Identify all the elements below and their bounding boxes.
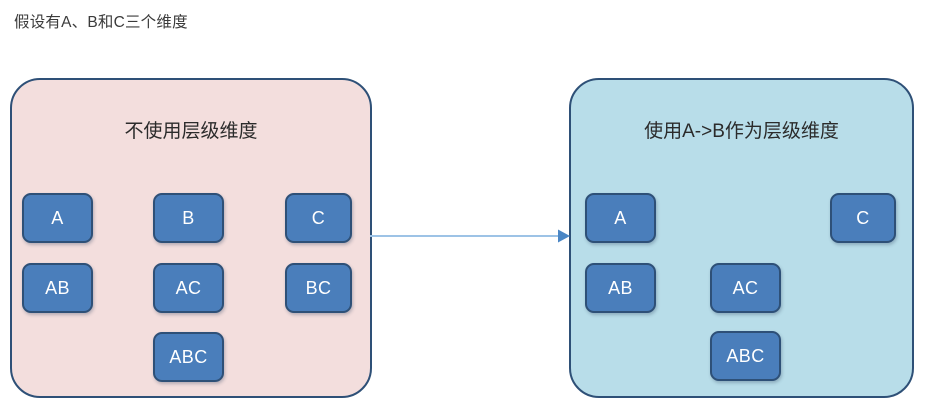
node-box-right-ac[interactable]: AC — [710, 263, 781, 313]
node-box-left-ab[interactable]: AB — [22, 263, 93, 313]
node-box-label: AC — [175, 277, 202, 298]
node-box-left-ac[interactable]: AC — [153, 263, 224, 313]
node-box-left-a[interactable]: A — [22, 193, 93, 243]
node-box-label: A — [614, 207, 627, 228]
node-box-right-c[interactable]: C — [830, 193, 896, 243]
transform-arrow — [370, 222, 572, 250]
panel-with-hierarchy-title: 使用A->B作为层级维度 — [644, 121, 839, 142]
node-box-label: C — [311, 207, 326, 228]
node-box-left-c[interactable]: C — [285, 193, 352, 243]
diagram-caption: 假设有A、B和C三个维度 — [14, 14, 188, 31]
transform-arrow-icon — [370, 229, 570, 243]
node-box-label: ABC — [169, 346, 208, 367]
node-box-label: ABC — [726, 345, 765, 366]
node-box-right-abc[interactable]: ABC — [710, 331, 781, 381]
node-box-right-a[interactable]: A — [585, 193, 656, 243]
node-box-label: AB — [45, 277, 70, 298]
node-box-label: A — [51, 207, 64, 228]
node-box-left-b[interactable]: B — [153, 193, 224, 243]
node-box-label: C — [856, 207, 870, 228]
node-box-label: AC — [732, 277, 759, 298]
node-box-right-ab[interactable]: AB — [585, 263, 656, 313]
panel-no-hierarchy-title: 不使用层级维度 — [124, 121, 258, 142]
node-box-label: AB — [608, 277, 633, 298]
node-box-label: BC — [305, 277, 332, 298]
node-box-left-bc[interactable]: BC — [285, 263, 352, 313]
node-box-label: B — [182, 207, 195, 228]
node-box-left-abc[interactable]: ABC — [153, 332, 224, 382]
